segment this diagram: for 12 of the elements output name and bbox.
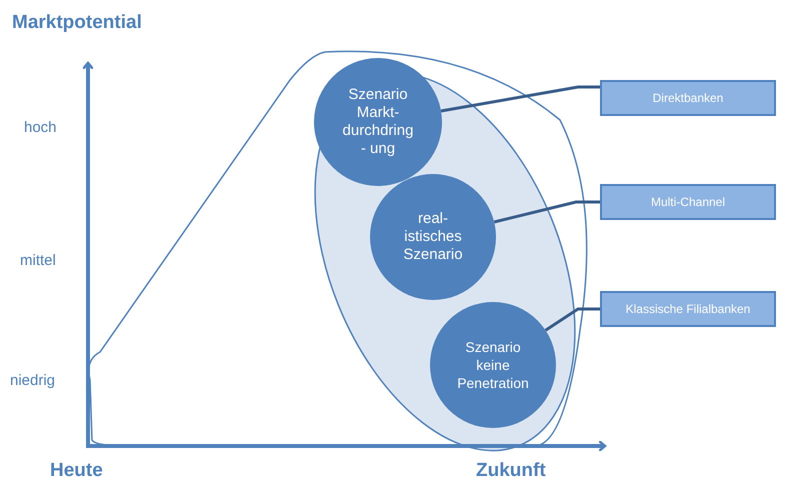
bank-type-box: Direktbanken: [600, 80, 776, 116]
leader-line: [494, 200, 600, 224]
axis-title: Marktpotential: [12, 12, 142, 34]
leader-line: [544, 308, 600, 332]
bank-type-box: Klassische Filialbanken: [600, 291, 776, 327]
axis-label: Heute: [50, 460, 103, 482]
axis-tick-label: mittel: [20, 252, 56, 269]
axis-tick-label: niedrig: [10, 372, 56, 389]
axis-label: Zukunft: [476, 460, 546, 482]
bank-type-box: Multi-Channel: [600, 184, 776, 220]
leader-line: [440, 86, 600, 112]
axis-tick-label: hoch: [24, 119, 57, 136]
